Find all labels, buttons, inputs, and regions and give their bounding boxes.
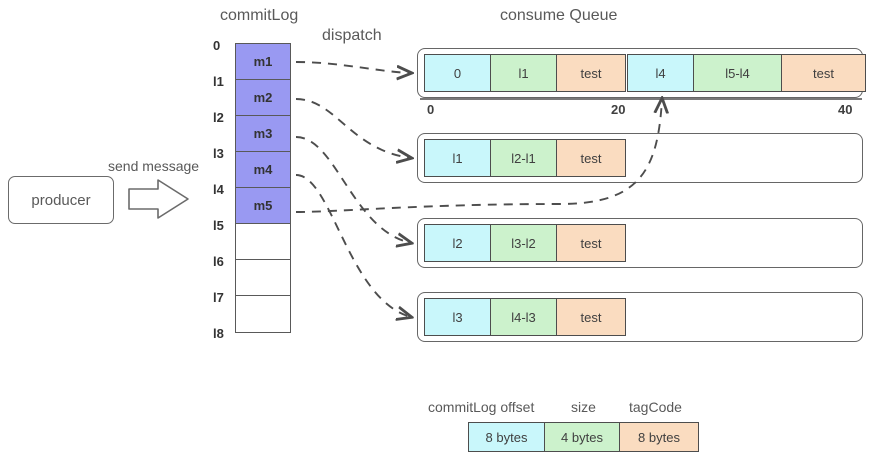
cq-offset-cell: l3	[425, 299, 491, 335]
cq-size-cell: l5-l4	[694, 55, 782, 91]
dispatch-arrow-m4	[295, 174, 411, 317]
commitlog-cell-m4: m4	[236, 152, 290, 188]
commitlog-cell-m3: m3	[236, 116, 290, 152]
cq-offset-cell: l2	[425, 225, 491, 261]
cq-tag-cell: test	[557, 140, 625, 176]
cq-offset-cell: l1	[425, 140, 491, 176]
legend-header-tagcode: tagCode	[629, 399, 682, 415]
axis-tick-0: 0	[427, 102, 435, 117]
legend-cell-tagcode: 8 bytes	[620, 423, 698, 451]
cq-offset-cell: 0	[425, 55, 491, 91]
commitlog-offset-8: l8	[213, 326, 224, 341]
commitlog-offset-7: l7	[213, 290, 224, 305]
commitlog-offset-6: l6	[213, 254, 224, 269]
commitlog-offset-5: l5	[213, 218, 224, 233]
legend-cell-size: 4 bytes	[545, 423, 620, 451]
commitlog-cell-empty-3	[236, 296, 290, 332]
commitlog-offset-0: 0	[213, 38, 221, 53]
cq-size-cell: l4-l3	[491, 299, 557, 335]
send-message-label: send message	[108, 158, 200, 174]
axis-tick-20: 20	[611, 102, 626, 117]
consume-queue-row-3: l3 l4-l3 test	[417, 292, 863, 342]
cq-offset-cell: l4	[628, 55, 694, 91]
axis-tick-40: 40	[838, 102, 853, 117]
cq-entry-3-0: l3 l4-l3 test	[424, 298, 626, 336]
consume-queue-row-0: 0 l1 test l4 l5-l4 test	[417, 48, 866, 98]
cq-size-cell: l1	[491, 55, 557, 91]
cq-size-cell: l2-l1	[491, 140, 557, 176]
cq-tag-cell: test	[557, 299, 625, 335]
consume-queue-row-1: l1 l2-l1 test	[417, 133, 863, 183]
send-message-arrow	[128, 179, 189, 219]
commitlog-cell-m1: m1	[236, 44, 290, 80]
dispatch-arrow-m2	[295, 98, 411, 158]
commitlog-title: commitLog	[220, 7, 299, 24]
legend-header-size: size	[571, 399, 596, 415]
cq-entry-1-0: l1 l2-l1 test	[424, 139, 626, 177]
commitlog-offset-2: l2	[213, 110, 224, 125]
cq-tag-cell: test	[557, 225, 625, 261]
cq-entry-0-1: l4 l5-l4 test	[627, 54, 866, 92]
commitlog-offset-4: l4	[213, 182, 224, 197]
dispatch-label: dispatch	[322, 27, 382, 44]
commitlog-offset-3: l3	[213, 146, 224, 161]
commitlog-cell-empty-1	[236, 224, 290, 260]
cq-entry-0-0: 0 l1 test	[424, 54, 626, 92]
dispatch-arrow-m1	[295, 61, 411, 73]
consume-queue-row-2: l2 l3-l2 test	[417, 218, 863, 268]
consume-queue-title: consume Queue	[500, 7, 618, 24]
commitlog-cell-m5: m5	[236, 188, 290, 224]
commitlog-column: m1 m2 m3 m4 m5	[235, 43, 291, 333]
commitlog-cell-empty-2	[236, 260, 290, 296]
cq-tag-cell: test	[557, 55, 625, 91]
cq-entry-2-0: l2 l3-l2 test	[424, 224, 626, 262]
legend-header-commitlog-offset: commitLog offset	[428, 399, 535, 415]
cq-tag-cell: test	[782, 55, 865, 91]
dispatch-arrow-m3	[295, 136, 411, 243]
commitlog-cell-m2: m2	[236, 80, 290, 116]
cq-size-cell: l3-l2	[491, 225, 557, 261]
commitlog-offset-1: l1	[213, 74, 224, 89]
producer-box: producer	[8, 176, 114, 224]
legend-box: 8 bytes 4 bytes 8 bytes	[468, 422, 699, 452]
producer-label: producer	[31, 191, 91, 209]
legend-cell-offset: 8 bytes	[469, 423, 545, 451]
